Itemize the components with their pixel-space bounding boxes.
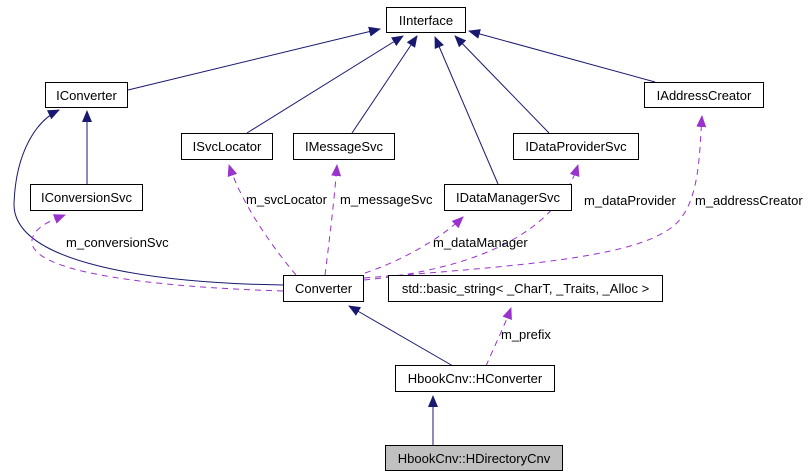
node-hbookcnv-hconverter[interactable]: HbookCnv::HConverter bbox=[395, 365, 555, 392]
edge-idataprovidersvc-inherits-iinterface bbox=[454, 35, 550, 134]
edge-converter-uses-idatamanagersvc bbox=[364, 216, 464, 274]
edge-isvclocator-inherits-iinterface bbox=[246, 35, 404, 134]
node-hbookcnv-hdirectorycnv: HbookCnv::HDirectoryCnv bbox=[385, 445, 563, 471]
edge-converter-inherits-iconverter bbox=[13, 109, 284, 286]
edge-converter-uses-imessagesvc bbox=[324, 164, 342, 276]
edge-hconverter-inherits-converter bbox=[348, 305, 454, 367]
edge-converter-uses-iaddresscreator bbox=[363, 115, 707, 279]
edge-label-m-messagesvc: m_messageSvc bbox=[340, 192, 433, 207]
node-iconversionsvc[interactable]: IConversionSvc bbox=[30, 184, 143, 211]
edge-label-m-svclocator: m_svcLocator bbox=[246, 192, 327, 207]
node-iconverter[interactable]: IConverter bbox=[45, 82, 128, 108]
edge-label-m-conversionsvc: m_conversionSvc bbox=[66, 235, 169, 250]
edge-label-m-datamanager: m_dataManager bbox=[433, 235, 528, 250]
node-idataprovidersvc[interactable]: IDataProviderSvc bbox=[513, 133, 639, 160]
edge-iconverter-inherits-iinterface bbox=[127, 26, 381, 91]
edge-label-m-prefix: m_prefix bbox=[501, 327, 551, 342]
edge-iaddresscreator-inherits-iinterface bbox=[468, 29, 656, 83]
edge-imessagesvc-inherits-iinterface bbox=[351, 35, 418, 134]
edge-label-m-dataprovider: m_dataProvider bbox=[584, 193, 676, 208]
node-converter[interactable]: Converter bbox=[283, 275, 364, 302]
node-std-basic-string[interactable]: std::basic_string< _CharT, _Traits, _All… bbox=[388, 275, 663, 302]
edge-label-m-addresscreator: m_addressCreator bbox=[695, 193, 803, 208]
node-iinterface[interactable]: IInterface bbox=[386, 7, 466, 33]
edge-idatamanagersvc-inherits-iinterface bbox=[434, 36, 499, 185]
node-imessagesvc[interactable]: IMessageSvc bbox=[293, 133, 395, 160]
edge-hconverter-uses-basic-string bbox=[485, 307, 512, 367]
node-iaddresscreator[interactable]: IAddressCreator bbox=[644, 82, 764, 108]
edge-converter-uses-idataprovidersvc bbox=[363, 164, 580, 281]
node-idatamanagersvc[interactable]: IDataManagerSvc bbox=[444, 184, 572, 211]
edge-converter-uses-iconversionsvc bbox=[31, 214, 284, 292]
edge-converter-uses-isvclocator bbox=[227, 164, 297, 276]
node-isvclocator[interactable]: ISvcLocator bbox=[181, 133, 273, 160]
